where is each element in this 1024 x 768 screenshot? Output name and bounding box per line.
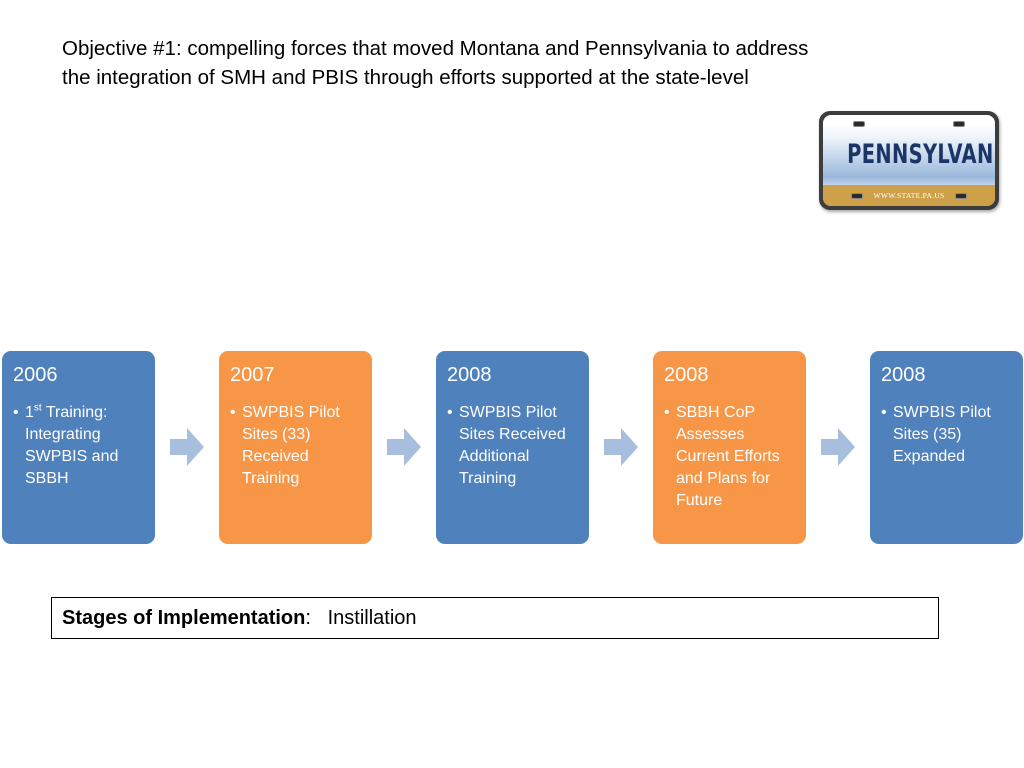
plate-state-name: PENNSYLVANIA — [847, 139, 995, 170]
right-arrow-icon — [604, 428, 638, 466]
step-bullet: • SBBH CoP Assesses Current Efforts and … — [664, 402, 795, 512]
title-line-2: the integration of SMH and PBIS through … — [62, 66, 749, 89]
plate-bolt-icon — [853, 121, 865, 127]
timeline-step-3: 2008 • SWPBIS Pilot Sites Received Addit… — [436, 351, 589, 544]
plate-gold-stripe: WWW.STATE.PA.US — [823, 185, 995, 206]
plate-url: WWW.STATE.PA.US — [873, 191, 945, 200]
step-bullet: • 1st Training: Integrating SWPBIS and S… — [13, 402, 144, 490]
step-text: SWPBIS Pilot Sites Received Additional T… — [459, 404, 566, 487]
timeline-step-4: 2008 • SBBH CoP Assesses Current Efforts… — [653, 351, 806, 544]
step-text: SWPBIS Pilot Sites (33) Received Trainin… — [242, 404, 340, 487]
right-arrow-icon — [170, 428, 204, 466]
step-year: 2008 — [664, 364, 709, 386]
stages-separator: : — [305, 607, 311, 629]
title-line-1: Objective #1: compelling forces that mov… — [62, 37, 809, 60]
stages-of-implementation-box: Stages of Implementation: Instillation — [51, 597, 939, 639]
step-text: 1st Training: Integrating SWPBIS and SBB… — [25, 402, 119, 487]
plate-bolt-icon — [851, 193, 863, 199]
timeline-step-2: 2007 • SWPBIS Pilot Sites (33) Received … — [219, 351, 372, 544]
step-bullet: • SWPBIS Pilot Sites (33) Received Train… — [230, 402, 361, 490]
step-text: SBBH CoP Assesses Current Efforts and Pl… — [676, 404, 780, 509]
step-year: 2008 — [447, 364, 492, 386]
bullet-dot-icon: • — [447, 404, 453, 421]
stages-label: Stages of Implementation — [62, 607, 306, 629]
step-bullet: • SWPBIS Pilot Sites (35) Expanded — [881, 402, 1012, 468]
stages-value: Instillation — [327, 607, 417, 629]
step-text: SWPBIS Pilot Sites (35) Expanded — [893, 404, 991, 465]
plate-bolt-icon — [953, 121, 965, 127]
slide-title: Objective #1: compelling forces that mov… — [62, 34, 942, 92]
pennsylvania-license-plate-image: PENNSYLVANIA WWW.STATE.PA.US — [819, 111, 999, 210]
timeline-step-1: 2006 • 1st Training: Integrating SWPBIS … — [2, 351, 155, 544]
step-bullet: • SWPBIS Pilot Sites Received Additional… — [447, 402, 578, 490]
bullet-dot-icon: • — [13, 404, 19, 421]
bullet-dot-icon: • — [881, 404, 887, 421]
step-year: 2007 — [230, 364, 275, 386]
step-year: 2008 — [881, 364, 926, 386]
timeline-step-5: 2008 • SWPBIS Pilot Sites (35) Expanded — [870, 351, 1023, 544]
step-year: 2006 — [13, 364, 58, 386]
bullet-dot-icon: • — [230, 404, 236, 421]
right-arrow-icon — [387, 428, 421, 466]
right-arrow-icon — [821, 428, 855, 466]
plate-bolt-icon — [955, 193, 967, 199]
bullet-dot-icon: • — [664, 404, 670, 421]
